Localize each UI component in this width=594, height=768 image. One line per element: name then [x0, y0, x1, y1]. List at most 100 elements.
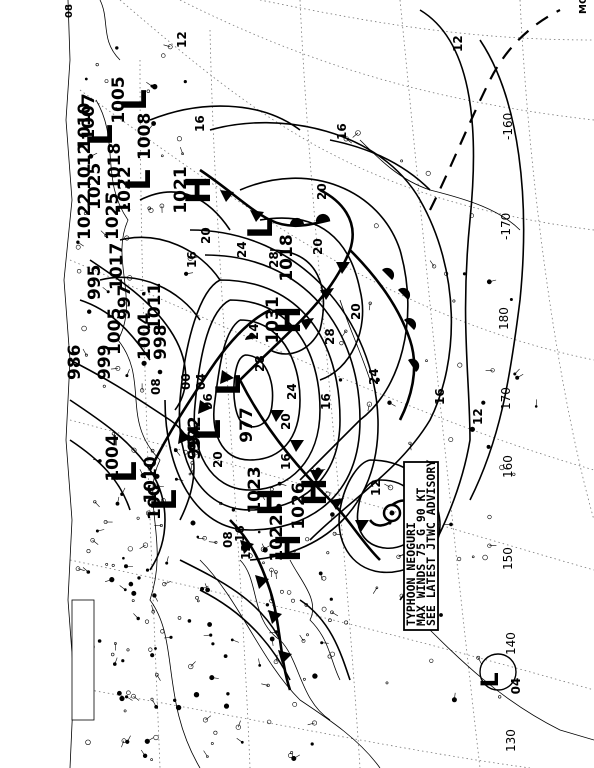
station-dot: [265, 603, 270, 607]
station-wind-barb: [293, 754, 300, 759]
station-dot: [452, 299, 456, 303]
station-wind-barb: [92, 540, 99, 545]
station-dot: [328, 618, 332, 623]
station-dot: [498, 695, 502, 699]
station-dot: [110, 652, 115, 657]
station-wind-barb: [151, 604, 154, 612]
isobar-value: 16: [185, 251, 199, 268]
lon-label: 130: [504, 729, 518, 752]
corner-mark-top-left: 08: [64, 4, 75, 18]
low-1018: L 1018: [241, 217, 297, 282]
station-dot: [195, 595, 199, 600]
station-wind-barb: [276, 506, 280, 514]
isobar-value: 16: [279, 453, 293, 470]
station-wind-barb: [346, 138, 352, 144]
station-dot: [151, 609, 155, 614]
station-dot: [144, 619, 150, 624]
edge-pressure-label: 986: [65, 345, 85, 381]
isobar-value: 12: [239, 543, 253, 560]
isobar-value: 20: [315, 183, 329, 200]
station-dot: [202, 717, 208, 723]
station-dot: [373, 223, 379, 229]
isobar-value: 12: [471, 408, 485, 425]
station-dot: [93, 500, 97, 504]
station-dot: [439, 613, 443, 617]
station-wind-barb: [275, 571, 277, 580]
station-dot: [97, 639, 102, 643]
edge-pressure-label: 1011: [145, 283, 165, 330]
svg-text:L: L: [145, 489, 185, 511]
svg-text:04: 04: [509, 678, 523, 695]
northern-front: [199, 168, 331, 228]
edge-pressure-label: 1005: [105, 308, 125, 355]
station-wind-barb: [236, 737, 243, 743]
station-dot: [84, 77, 88, 81]
svg-text:L: L: [81, 124, 121, 146]
station-dot: [387, 484, 394, 491]
station-dot: [121, 738, 127, 744]
station-dot: [329, 597, 333, 601]
station-dot: [104, 233, 108, 238]
station-dot: [344, 329, 348, 333]
station-dot: [429, 658, 434, 663]
station-wind-barb: [372, 587, 378, 594]
station-dot: [311, 720, 317, 726]
station-wind-barb: [211, 677, 219, 679]
station-wind-barb: [321, 642, 329, 644]
station-wind-barb: [190, 661, 196, 667]
station-dot: [181, 152, 184, 155]
station-wind-barb: [389, 402, 396, 407]
station-dot: [126, 690, 131, 695]
station-wind-barb: [331, 612, 339, 617]
station-dot: [327, 654, 332, 659]
station-dot: [197, 599, 200, 603]
station-dot: [175, 704, 182, 711]
isobar-value: 20: [311, 238, 325, 255]
svg-text:TYPHOON NEOGURI: TYPHOON NEOGURI: [404, 522, 418, 626]
isobar-value: 16: [433, 388, 447, 405]
station-dot: [509, 297, 513, 301]
isobar-value: 16: [335, 123, 349, 140]
lon-label: -160: [501, 113, 515, 140]
svg-text:1007: 1007: [79, 93, 99, 140]
occluded-front: [239, 188, 354, 381]
station-wind-barb: [477, 657, 482, 665]
station-dot: [148, 647, 153, 652]
station-dot: [279, 589, 284, 594]
svg-text:1018: 1018: [277, 234, 297, 281]
station-wind-barb: [105, 579, 112, 582]
svg-text:1031: 1031: [263, 296, 283, 343]
svg-text:H: H: [251, 488, 291, 516]
warm-front: [349, 249, 416, 421]
edge-pressure-label: 998: [151, 325, 171, 361]
edge-pressure-label: 997: [115, 285, 135, 321]
isobar-value: 08: [221, 531, 235, 548]
station-dot: [226, 692, 230, 696]
station-dot: [85, 739, 91, 745]
isobar-value: 12: [451, 35, 465, 52]
station-wind-barb: [114, 657, 118, 665]
station-dot: [117, 690, 122, 696]
station-dot: [150, 697, 154, 701]
low-1007: L 1007: [79, 93, 121, 146]
station-dot: [306, 633, 309, 637]
svg-text:H: H: [295, 478, 335, 506]
station-wind-barb: [299, 634, 304, 642]
svg-text:SEE LATEST JTWC ADVISORY: SEE LATEST JTWC ADVISORY: [424, 460, 438, 626]
edge-pressure-label: 1012: [75, 143, 95, 190]
isobar-value: 08: [149, 378, 163, 395]
station-dot: [161, 53, 166, 58]
svg-text:992: 992: [185, 416, 205, 452]
station-dot: [207, 622, 212, 627]
station-dot: [499, 464, 505, 471]
svg-text:H: H: [179, 176, 219, 204]
station-dot: [188, 472, 192, 476]
station-dot: [355, 130, 361, 136]
station-wind-barb: [117, 496, 120, 504]
station-dot: [127, 546, 133, 552]
station-wind-barb: [201, 585, 209, 590]
lon-label: 170: [499, 387, 513, 410]
station-dot: [83, 212, 87, 216]
station-dot: [338, 378, 343, 382]
